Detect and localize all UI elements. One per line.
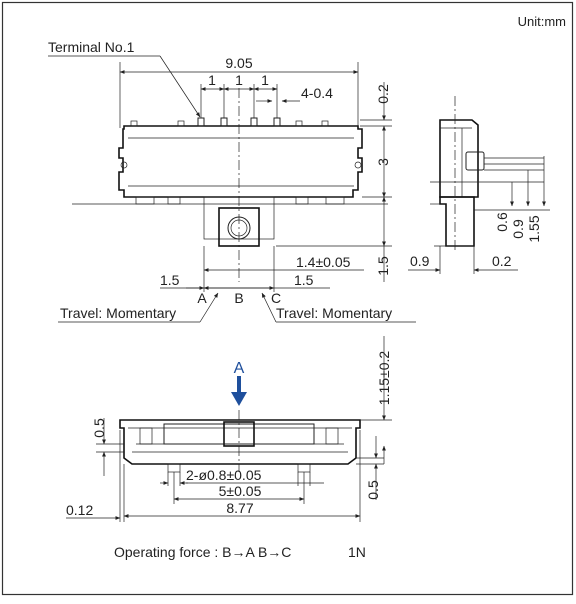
front-right-dim: 0.5 — [365, 480, 381, 500]
terminal-label: Terminal No.1 — [48, 39, 135, 55]
knob-height-dim: 1.5 — [375, 256, 391, 276]
unit-label: Unit:mm — [518, 14, 566, 29]
overall-length-dim: 8.77 — [226, 500, 253, 516]
boss-pitch-dim: 5±0.05 — [219, 483, 262, 499]
overall-width-dim: 9.05 — [225, 55, 252, 71]
left-offset-dim: 1.5 — [160, 272, 180, 288]
push-arrow-icon — [231, 392, 247, 406]
dim-0-2-top: 0.2 — [375, 84, 391, 104]
drawing-border — [1, 1, 574, 596]
front-left-dim: 0.5 — [91, 418, 107, 438]
operating-force-label: Operating force : B→A B→C — [114, 544, 291, 560]
side-dim-0-6: 0.6 — [494, 212, 510, 232]
side-dim-0-9v: 0.9 — [510, 219, 526, 239]
pitch-dim-3: 1 — [261, 72, 269, 88]
body-height-dim: 3 — [375, 158, 391, 166]
position-a-label: A — [197, 290, 207, 306]
arrow-label: A — [234, 360, 245, 377]
position-c-label: C — [271, 290, 281, 306]
actuator-travel-dim: 1.4±0.05 — [296, 254, 351, 270]
operating-force-value: 1N — [348, 544, 366, 560]
side-dim-0-2: 0.2 — [492, 253, 512, 269]
front-height-dim: 1.15±0.2 — [376, 351, 392, 406]
travel-left-label: Travel: Momentary — [60, 305, 176, 321]
travel-right-label: Travel: Momentary — [276, 305, 392, 321]
right-offset-dim: 1.5 — [294, 272, 314, 288]
terminal-width-dim: 4-0.4 — [301, 85, 333, 101]
pitch-dim-1: 1 — [208, 72, 216, 88]
side-view: 0.6 0.9 1.55 0.9 0.2 — [408, 96, 550, 274]
boss-diameter-dim: 2-ø0.8±0.05 — [186, 467, 262, 483]
top-view: 9.05 1 1 1 4-0.4 Terminal No.1 0.2 3 1.5 — [48, 39, 416, 323]
position-b-label: B — [234, 290, 243, 306]
offset-dim: 0.12 — [66, 502, 93, 518]
side-dim-1-55: 1.55 — [526, 215, 542, 242]
side-dim-0-9: 0.9 — [410, 253, 430, 269]
front-view: A 1.15±0.2 0.5 0.5 — [66, 336, 392, 522]
pitch-dim-2: 1 — [235, 72, 243, 88]
